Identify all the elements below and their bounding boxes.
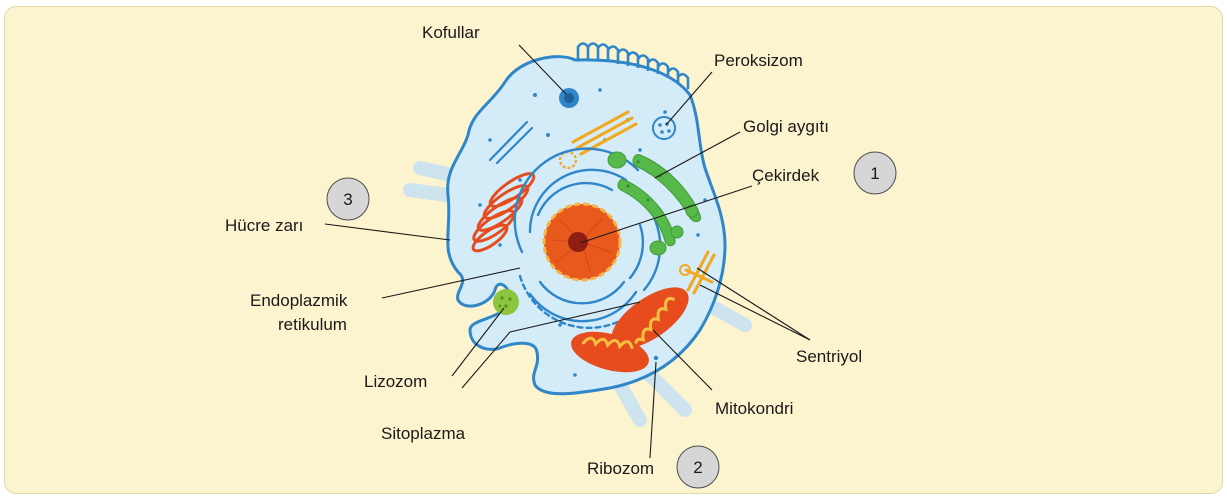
label-kofullar: Kofullar (422, 23, 480, 42)
vacuole (559, 88, 579, 108)
label-endoplazmik-2: retikulum (278, 315, 347, 334)
label-cekirdek: Çekirdek (752, 166, 820, 185)
lysosome (493, 289, 519, 315)
label-peroksizom: Peroksizom (714, 51, 803, 70)
svg-text:1: 1 (870, 164, 879, 183)
label-hucre-zari: Hücre zarı (225, 216, 303, 235)
label-sentriyol: Sentriyol (796, 347, 862, 366)
label-ribozom: Ribozom (587, 459, 654, 478)
label-endoplazmik-1: Endoplazmik (250, 291, 348, 310)
svg-text:3: 3 (343, 190, 352, 209)
marker-2: 2 (677, 446, 719, 488)
peroxisome (653, 117, 675, 139)
label-golgi: Golgi aygıtı (743, 117, 829, 136)
leader-hucre-zari (325, 224, 450, 240)
label-mitokondri: Mitokondri (715, 399, 793, 418)
svg-text:2: 2 (693, 458, 702, 477)
label-sitoplazma: Sitoplazma (381, 424, 466, 443)
label-lizozom: Lizozom (364, 372, 427, 391)
marker-1: 1 (854, 152, 896, 194)
marker-3: 3 (327, 178, 369, 220)
